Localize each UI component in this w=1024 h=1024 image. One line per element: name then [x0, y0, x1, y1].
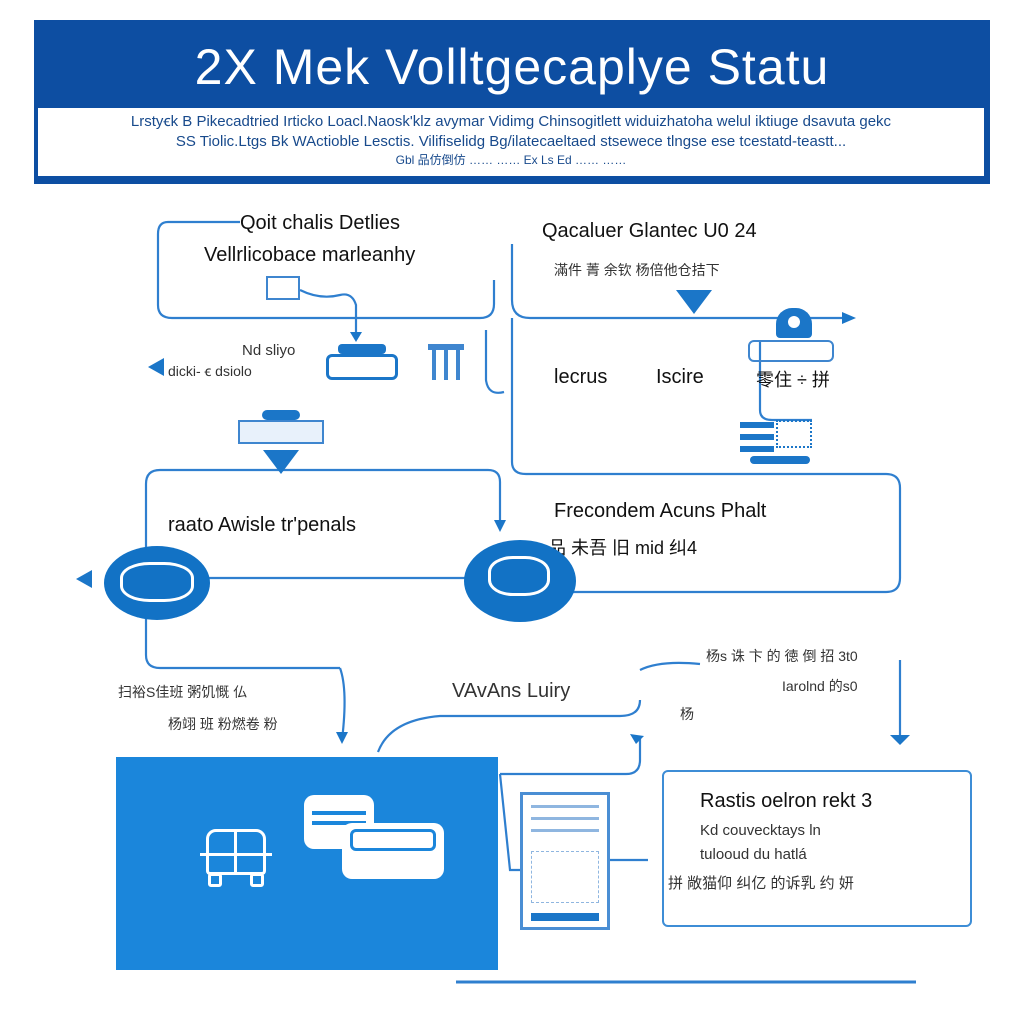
info-box-line: tulooud du hatlá: [700, 846, 807, 863]
robot-icon: [776, 308, 812, 338]
header-subtitle-line: SS Tiolic.Ltgs Bk WActioble Lesctis. Vil…: [175, 133, 847, 150]
right-top-label-right: 零住 ÷ 拼: [756, 370, 830, 390]
vehicle-panel: [116, 757, 498, 970]
right-top-title: Qacaluer Glantec U0 24: [542, 220, 757, 242]
lower-left-line: 杨翊 班 粉燃卷 粉: [168, 716, 278, 732]
arrow-left-icon: [76, 570, 92, 588]
lower-right-line: Iarolnd 的s0: [782, 678, 858, 694]
arrow-down-icon: [676, 290, 712, 314]
stand-sublabel: dicki- ꞓ dsiolo: [168, 363, 252, 379]
page-title: 2X Mek Volltgecaplye Statu: [194, 39, 830, 95]
document-icon: [266, 276, 300, 300]
middle-left-title: raato Awisle tr'penals: [168, 514, 356, 536]
car-icon: [304, 795, 374, 849]
scanner-icon: [326, 344, 398, 380]
right-top-subtitle: 滿件 菁 余钦 杨倍他仓拮下: [554, 262, 720, 278]
right-top-label-mid: Iscire: [656, 366, 704, 388]
info-box: Rastis oelron rekt 3 Kd couvecktays ln t…: [662, 770, 972, 927]
keypad-icon: [740, 420, 812, 464]
lower-left-line: 扫裕S佳班 粥饥慨 仏: [118, 684, 248, 700]
middle-right-subtitle: 品 未吾 旧 mid 纠4: [548, 538, 698, 558]
header-subtitle-line: Gbl 品仿倒仿 …… …… Ex Ls Ed …… ……: [395, 153, 627, 167]
pod-icon: [104, 546, 210, 620]
left-top-title: Qoit chalis Detlies: [240, 212, 401, 234]
lower-right-side: 杨: [680, 706, 694, 722]
tablet-icon: [520, 792, 610, 930]
right-top-label-left: lecrus: [554, 366, 608, 388]
info-box-title: Rastis oelron rekt 3: [700, 790, 873, 812]
vehicle-icon: [342, 823, 444, 879]
barrier-icon: [428, 344, 464, 380]
header-subtitle-panel: Lrstyꞓk B Pikecadtried Irticko Loacl.Nao…: [38, 108, 984, 180]
header-banner: 2X Mek Volltgecaplye Statu Lrstyꞓk B Pik…: [34, 20, 990, 184]
tray-icon: [238, 410, 324, 444]
printer-icon: [748, 340, 834, 362]
stand-label: Nd sliyo: [242, 342, 296, 359]
left-top-subtitle: Vellrlicobace marleanhy: [204, 244, 416, 266]
arrow-down-icon: [263, 450, 299, 474]
header-subtitle-line: Lrstyꞓk B Pikecadtried Irticko Loacl.Nao…: [130, 113, 892, 130]
info-box-line: 拼 敞猫仰 纠亿 的诉乳 约 妍: [668, 875, 854, 892]
van-icon: [200, 829, 272, 887]
info-box-line: Kd couvecktays ln: [700, 822, 821, 839]
lower-right-line: 杨s 诛 卞 的 徳 倒 招 3t0: [706, 648, 858, 664]
arrow-left-icon: [148, 358, 164, 376]
lower-center-label: VAvAns Luiry: [452, 680, 571, 702]
middle-right-title: Frecondem Acuns Phalt: [554, 500, 767, 522]
pod-icon-right: [464, 540, 576, 622]
